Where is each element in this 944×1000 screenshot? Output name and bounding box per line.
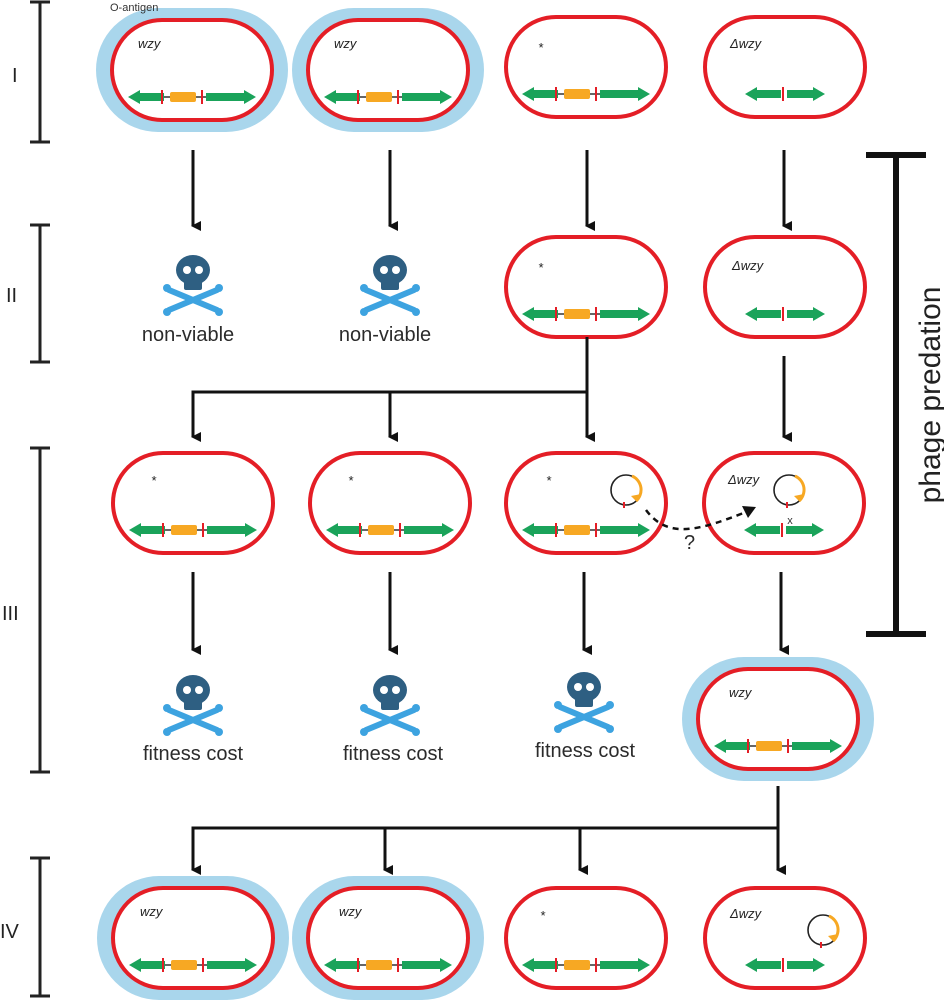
gene-label: * bbox=[538, 40, 544, 55]
cell-wt-2-row4 bbox=[292, 876, 484, 1000]
phage-predation-label: phage predation bbox=[914, 287, 944, 504]
gene-label: * bbox=[151, 473, 157, 488]
gene-label: * bbox=[540, 908, 546, 923]
nonviable-label: non-viable bbox=[339, 324, 431, 346]
gene-label: wzy bbox=[138, 36, 162, 51]
plasmid-transfer-arrow bbox=[644, 506, 756, 531]
cell-point-row2 bbox=[504, 235, 668, 339]
gene-label: * bbox=[546, 473, 552, 488]
cell-point-row3a bbox=[111, 451, 275, 555]
cell-point-row4 bbox=[504, 886, 668, 990]
gene-label: wzy bbox=[339, 904, 363, 919]
fitness-cost-label: fitness cost bbox=[143, 743, 243, 765]
stage-bracket-IV bbox=[30, 856, 50, 998]
gene-label: Δwzy bbox=[729, 906, 763, 921]
skull-crossbones-icon bbox=[163, 675, 223, 736]
skull-crossbones-icon bbox=[554, 672, 614, 733]
stage-bracket-III bbox=[30, 446, 50, 774]
oantigen-label: O-antigen bbox=[110, 2, 158, 14]
cell-deletion-plasmid-row4 bbox=[703, 886, 867, 990]
skull-crossbones-icon bbox=[163, 255, 223, 316]
gene-label: Δwzy bbox=[727, 472, 761, 487]
gene-label: * bbox=[348, 473, 354, 488]
arrows-row3 bbox=[191, 572, 789, 655]
gene-label: wzy bbox=[140, 904, 164, 919]
fitness-cost-label: fitness cost bbox=[343, 743, 443, 765]
cell-wt-1-row1 bbox=[96, 8, 288, 132]
cell-wt-1-row4 bbox=[97, 876, 289, 1000]
cell-deletion-row1 bbox=[703, 15, 867, 119]
stage-label-III: III bbox=[2, 603, 19, 625]
stage-bracket-I bbox=[30, 0, 50, 144]
arrows-row2 bbox=[191, 337, 792, 442]
nonviable-label: non-viable bbox=[142, 324, 234, 346]
cell-point-row1 bbox=[504, 15, 668, 119]
fitness-cost-label: fitness cost bbox=[535, 740, 635, 762]
stage-label-I: I bbox=[12, 65, 18, 87]
cell-wt-restored-row3 bbox=[682, 657, 874, 781]
gene-label: wzy bbox=[729, 685, 753, 700]
arrows-row4 bbox=[191, 786, 786, 875]
gene-label: * bbox=[538, 260, 544, 275]
gene-label: wzy bbox=[334, 36, 358, 51]
stage-label-IV: IV bbox=[0, 921, 20, 943]
gene-label: Δwzy bbox=[731, 258, 765, 273]
cell-deletion-plasmid-row3 bbox=[702, 451, 866, 555]
skull-crossbones-icon bbox=[360, 675, 420, 736]
crossover-mark: x bbox=[787, 515, 793, 527]
phage-predation-bracket bbox=[866, 152, 926, 637]
arrows-row1 bbox=[191, 150, 792, 231]
question-mark: ? bbox=[684, 532, 695, 554]
skull-crossbones-icon bbox=[360, 255, 420, 316]
cell-wt-2-row1 bbox=[292, 8, 484, 132]
cell-point-plasmid-row3 bbox=[504, 451, 668, 555]
cell-deletion-row2 bbox=[703, 235, 867, 339]
gene-label: Δwzy bbox=[729, 36, 763, 51]
stage-label-II: II bbox=[6, 285, 17, 307]
cell-point-row3b bbox=[308, 451, 472, 555]
stage-bracket-II bbox=[30, 223, 50, 364]
